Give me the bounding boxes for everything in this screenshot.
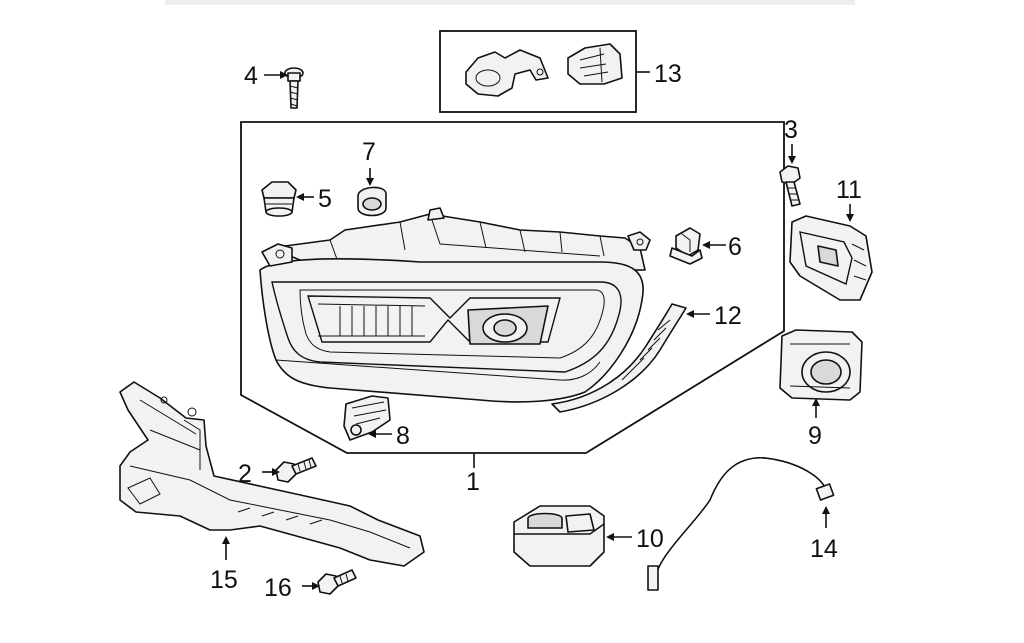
headlamp-body (259, 207, 651, 403)
part-3-bolt (779, 165, 801, 207)
part-8-bracket (343, 395, 391, 441)
part-13-brackets (465, 43, 623, 97)
callout-16: 16 (264, 574, 292, 602)
part-2-bolt (275, 457, 317, 483)
callout-8: 8 (396, 422, 410, 450)
callout-4: 4 (244, 62, 258, 90)
leader-lines (222, 71, 854, 590)
callout-1: 1 (466, 468, 480, 496)
headlamp-assembly-frame (240, 121, 785, 454)
part-7-cap (357, 186, 387, 217)
callout-numbers: 1 2 3 4 5 6 7 8 9 10 11 12 13 14 15 16 (210, 60, 862, 602)
callout-9: 9 (808, 422, 822, 450)
part-16-bolt (317, 569, 357, 595)
callout-12: 12 (714, 302, 742, 330)
callout-14: 14 (810, 535, 838, 563)
part-9-projector-module (779, 329, 863, 401)
callout-15: 15 (210, 566, 238, 594)
part-11-control-module (789, 215, 873, 301)
part-5-grommet (261, 181, 297, 217)
part-15-mounting-bracket (119, 381, 425, 567)
part-12-trim-strip (551, 303, 687, 413)
callout-6: 6 (728, 233, 742, 261)
callout-5: 5 (318, 185, 332, 213)
part-6-clip (669, 227, 703, 265)
callout-10: 10 (636, 525, 664, 553)
part-4-screw (284, 67, 304, 109)
part-14-cable (647, 457, 835, 591)
part-10-ballast (513, 505, 605, 567)
callout-11: 11 (836, 176, 862, 204)
callout-3: 3 (784, 116, 798, 144)
callout-2: 2 (238, 460, 252, 488)
callout-7: 7 (362, 138, 376, 166)
callout-13: 13 (654, 60, 682, 88)
top-strip (165, 0, 855, 5)
